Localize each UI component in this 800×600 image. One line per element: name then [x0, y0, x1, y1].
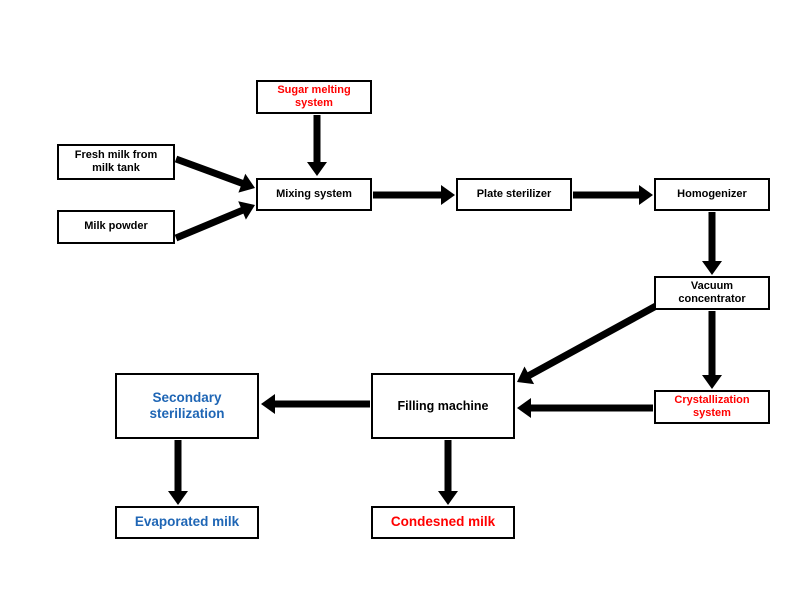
- arrow-filling-to-secondary: [261, 394, 370, 414]
- node-filling-machine: Filling machine: [371, 373, 515, 439]
- arrow-plate-to-homogenizer: [573, 185, 653, 205]
- arrow-crystallization-to-filling: [517, 398, 653, 418]
- arrow-sugar-to-mixing: [307, 115, 327, 176]
- node-condensed-milk: Condesned milk: [371, 506, 515, 539]
- node-plate-sterilizer: Plate sterilizer: [456, 178, 572, 211]
- node-milk-powder: Milk powder: [57, 210, 175, 244]
- node-sugar-melting-system: Sugar melting system: [256, 80, 372, 114]
- node-crystallization-system: Crystallization system: [654, 390, 770, 424]
- arrow-vacuum-to-filling: [517, 302, 658, 385]
- arrow-mixing-to-plate: [373, 185, 455, 205]
- arrow-filling-to-condensed: [438, 440, 458, 505]
- arrow-fresh_milk-to-mixing: [174, 155, 255, 193]
- arrow-vacuum-to-crystallization: [702, 311, 722, 389]
- node-evaporated-milk: Evaporated milk: [115, 506, 259, 539]
- node-vacuum-concentrator: Vacuum concentrator: [654, 276, 770, 310]
- arrow-milk_powder-to-mixing: [174, 201, 255, 242]
- node-secondary-sterilization: Secondary sterilization: [115, 373, 259, 439]
- node-mixing-system: Mixing system: [256, 178, 372, 211]
- node-fresh-milk: Fresh milk from milk tank: [57, 144, 175, 180]
- arrow-homogenizer-to-vacuum: [702, 212, 722, 275]
- node-homogenizer: Homogenizer: [654, 178, 770, 211]
- arrow-secondary-to-evaporated: [168, 440, 188, 505]
